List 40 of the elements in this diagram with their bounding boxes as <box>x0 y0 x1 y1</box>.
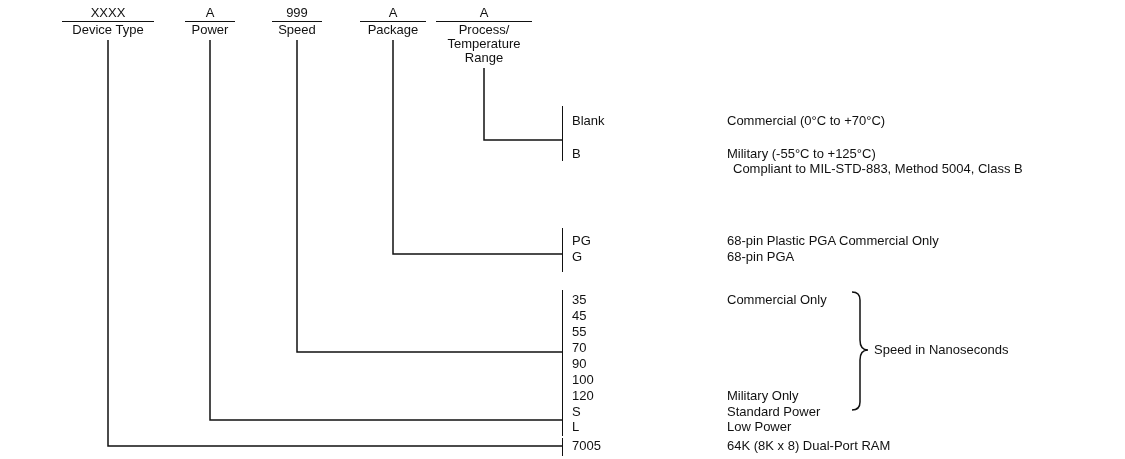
connector-line <box>296 39 563 353</box>
connector-line <box>107 39 563 447</box>
field-name: Power <box>190 22 230 37</box>
option-description: Low Power <box>727 420 792 434</box>
option-description: Standard Power <box>727 405 821 419</box>
option-code: 90 <box>572 357 587 371</box>
field-code: A <box>360 6 426 22</box>
option-code: G <box>572 250 583 264</box>
option-code: S <box>572 405 581 419</box>
field-code: A <box>185 6 235 22</box>
option-code: 55 <box>572 325 587 339</box>
option-code: Blank <box>572 114 605 128</box>
option-code: 120 <box>572 389 594 403</box>
option-code: 7005 <box>572 439 601 453</box>
option-description: 68-pin Plastic PGA Commercial Only <box>727 234 939 248</box>
option-description: Military (-55°C to +125°C) <box>727 147 876 161</box>
option-code: 100 <box>572 373 594 387</box>
option-description: Commercial (0°C to +70°C) <box>727 114 886 128</box>
field-name: Package <box>366 22 420 37</box>
option-code: 45 <box>572 309 587 323</box>
connector-line <box>483 67 563 141</box>
option-description: 64K (8K x 8) Dual-Port RAM <box>727 439 891 453</box>
field-code: 999 <box>272 6 322 22</box>
field-code: XXXX <box>62 6 154 22</box>
option-code: B <box>572 147 581 161</box>
option-description: Commercial Only <box>727 293 827 307</box>
option-code: L <box>572 420 580 434</box>
option-description: Compliant to MIL-STD-883, Method 5004, Class B <box>733 162 1023 176</box>
field-name: Speed <box>277 22 317 37</box>
field-name: Device Type <box>71 22 145 37</box>
option-description: Military Only <box>727 389 799 403</box>
connector-line <box>209 39 563 421</box>
group-note: Speed in Nanoseconds <box>874 343 1009 357</box>
option-code: PG <box>572 234 591 248</box>
option-code: 70 <box>572 341 587 355</box>
connector-line <box>392 39 563 255</box>
option-description: 68-pin PGA <box>727 250 795 264</box>
field-code: A <box>436 6 532 22</box>
field-name: Process/ Temperature Range <box>446 22 522 65</box>
option-code: 35 <box>572 293 587 307</box>
